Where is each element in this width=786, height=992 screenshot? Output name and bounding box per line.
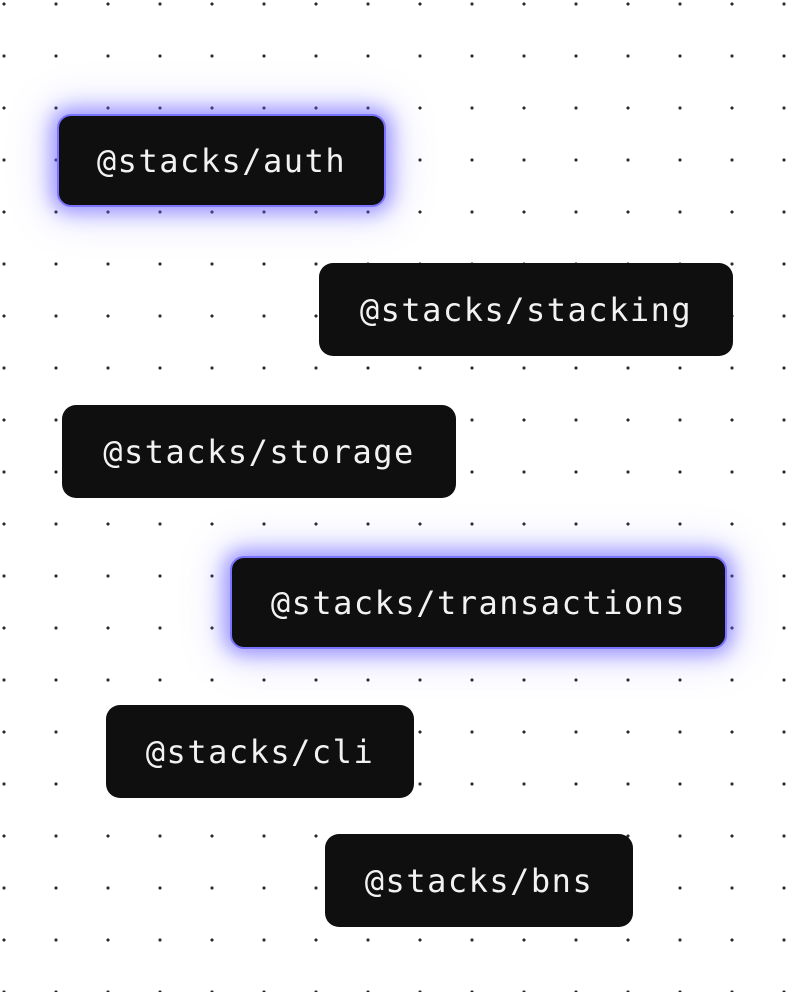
package-stacking-button[interactable]: @stacks/stacking bbox=[319, 263, 733, 356]
package-storage-label: @stacks/storage bbox=[103, 432, 415, 471]
package-bns-button[interactable]: @stacks/bns bbox=[325, 834, 633, 927]
package-auth-label: @stacks/auth bbox=[96, 141, 347, 180]
package-auth-button[interactable]: @stacks/auth bbox=[57, 114, 386, 207]
package-transactions-label: @stacks/transactions bbox=[270, 583, 687, 622]
package-transactions-button[interactable]: @stacks/transactions bbox=[230, 556, 727, 649]
package-storage-button[interactable]: @stacks/storage bbox=[62, 405, 456, 498]
package-cli-button[interactable]: @stacks/cli bbox=[106, 705, 414, 798]
package-stacking-label: @stacks/stacking bbox=[359, 290, 693, 329]
package-cli-label: @stacks/cli bbox=[145, 732, 375, 771]
package-bns-label: @stacks/bns bbox=[364, 861, 594, 900]
